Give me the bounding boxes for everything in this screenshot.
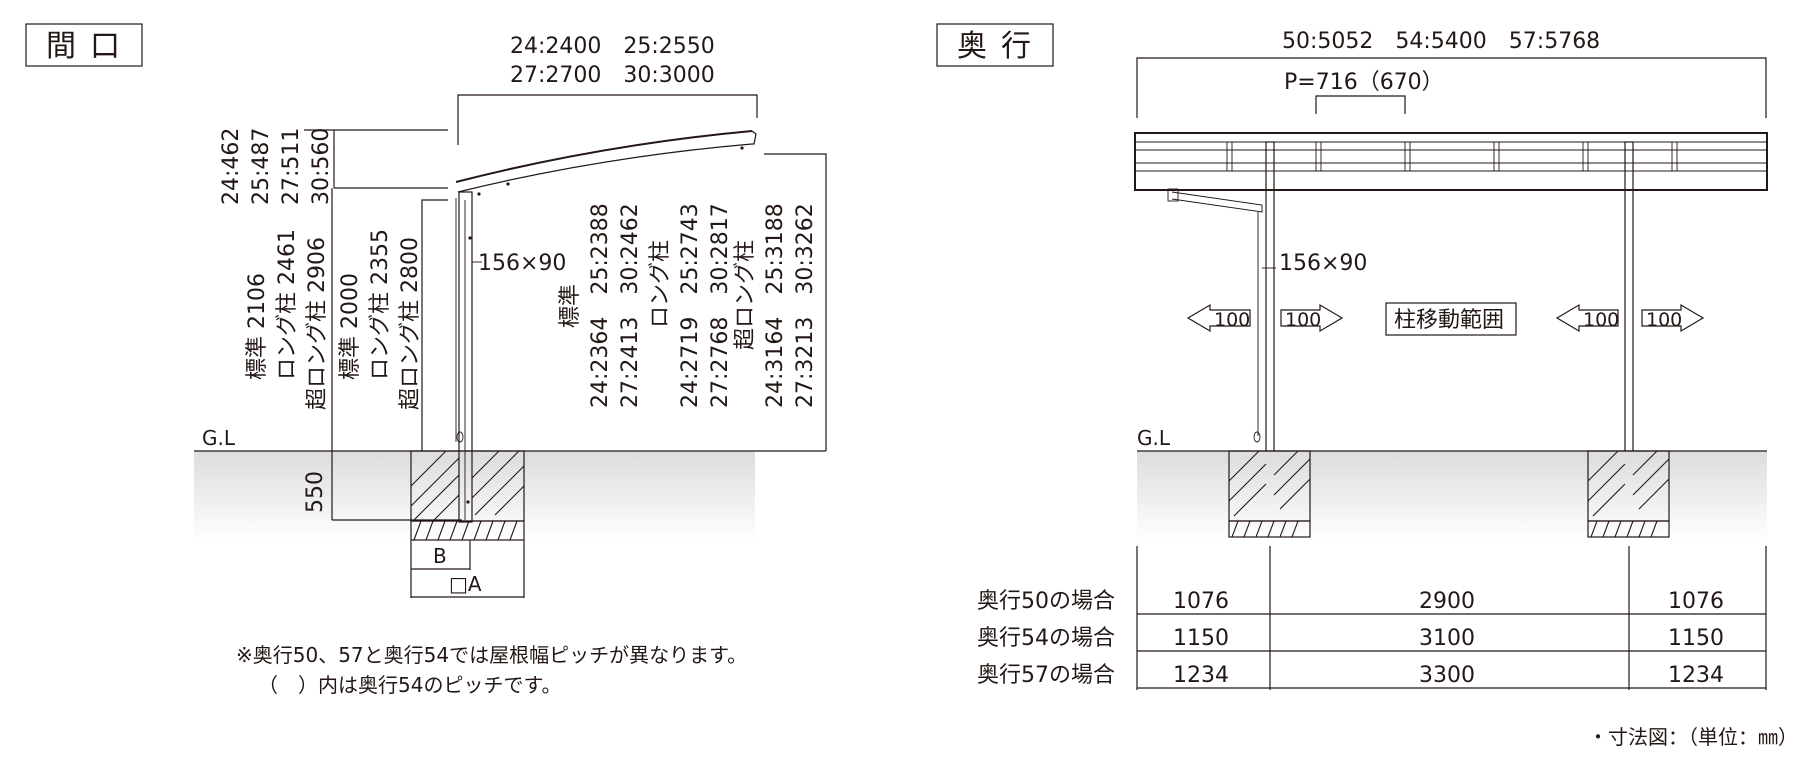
- arrow-left-1: [1186, 303, 1251, 333]
- depth-overall-line: [1136, 57, 1767, 118]
- frontage-gl-label: G.L: [202, 426, 236, 450]
- frontage-note-1: ※奥行50、57と奥行54では屋根幅ピッチが異なります。: [236, 643, 747, 667]
- roof-rise-30: 30:560: [309, 128, 334, 205]
- table-cell: 1076: [1668, 589, 1724, 614]
- foundation-b-label: B: [433, 544, 447, 568]
- roof-rivet: [740, 146, 744, 150]
- arrow-left-1-value: 100: [1214, 309, 1250, 331]
- roof-rise-dims: 24:462 25:487 27:511 30:560: [219, 128, 334, 205]
- overall-long-2: 27:2768 30:2817: [708, 203, 733, 408]
- post-bolt: [468, 236, 472, 240]
- overall-long-1: 24:2719 25:2743: [678, 203, 703, 408]
- frontage-roof-end: [751, 130, 757, 145]
- arrow-right-1: [1280, 303, 1344, 333]
- frontage-width-dim-1: 24:2400 25:2550: [510, 34, 715, 59]
- roof-rivet: [477, 192, 481, 196]
- frontage-title: 間口: [46, 29, 134, 64]
- downspout-end: [1253, 431, 1261, 443]
- table-cell: 1076: [1173, 589, 1229, 614]
- depth-title-box: [936, 23, 1054, 67]
- frontage-roof-bottom: [457, 143, 753, 193]
- height-a-standard: 標準 2106: [245, 273, 270, 380]
- gutter-arm: [1171, 191, 1263, 213]
- depth-foundation-right: [1587, 450, 1670, 538]
- move-range-label: 柱移動範囲: [1394, 308, 1504, 333]
- foundation-gravel: [410, 520, 525, 541]
- table-row-label: 奥行57の場合: [977, 663, 1115, 688]
- frontage-structure: 156×90: [455, 130, 757, 523]
- table-cell: 2900: [1419, 589, 1475, 614]
- frontage-foundation: B □A: [410, 450, 525, 598]
- post-move-arrows: 100 100 柱移動範囲 100 100: [1186, 302, 1705, 336]
- table-cell: 3100: [1419, 626, 1475, 651]
- table-cell: 1150: [1668, 626, 1724, 651]
- height-b-standard: 標準 2000: [338, 273, 363, 380]
- frontage-width-dim-line: [457, 94, 758, 145]
- arrow-left-2-value: 100: [1583, 309, 1619, 331]
- move-range-box: [1385, 302, 1517, 336]
- height-group-b: 標準 2000 ロング柱 2355 超ロング柱 2800: [338, 229, 423, 410]
- gutter-drain: [456, 431, 464, 443]
- roof-rise-24: 24:462: [219, 128, 244, 205]
- table-row-label: 奥行50の場合: [977, 589, 1115, 614]
- arrow-right-1-value: 100: [1285, 309, 1321, 331]
- frontage-roof-top: [455, 130, 753, 183]
- height-group-a: 標準 2106 ロング柱 2461 超ロング柱 2906: [245, 229, 330, 410]
- overall-standard: 標準: [558, 284, 583, 328]
- frontage-width-dim-2: 27:2700 30:3000: [510, 63, 715, 88]
- frontage-panel: 間口 G.L 24:2400 25:2550 27:2700 30:3000 2…: [25, 23, 827, 697]
- depth-panel: 奥行 50:5052 54:5400 57:5768 P=716（670）: [936, 23, 1768, 690]
- overall-standard-2: 27:2413 30:2462: [618, 203, 643, 408]
- table-row-label: 奥行54の場合: [977, 626, 1115, 651]
- overall-standard-1: 24:2364 25:2388: [588, 203, 613, 408]
- depth-foundation-left: [1228, 450, 1311, 538]
- foundation-depth: 550: [303, 471, 328, 513]
- depth-title: 奥行: [957, 29, 1045, 64]
- height-a-long: ロング柱 2461: [275, 229, 300, 380]
- roof-rise-25: 25:487: [249, 128, 274, 205]
- overall-super-long-2: 27:3213 30:3262: [793, 203, 818, 408]
- overall-height-dims: 標準 24:2364 25:2388 27:2413 30:2462 ロング柱 …: [558, 203, 818, 408]
- overall-long: ロング柱: [648, 240, 673, 328]
- frontage-title-box: [25, 23, 143, 67]
- depth-dimension-table: 奥行50の場合 1076 2900 1076 奥行54の場合 1150 3100…: [977, 546, 1767, 690]
- table-cell: 1234: [1668, 663, 1724, 688]
- roof-outline: [1134, 132, 1768, 191]
- height-a-super-long: 超ロング柱 2906: [305, 237, 330, 410]
- footer-unit-note: ・寸法図：（単位：㎜）: [1588, 725, 1798, 749]
- table-cell: 1150: [1173, 626, 1229, 651]
- roof-rise-27: 27:511: [279, 128, 304, 205]
- frontage-note-2: （ ）内は奥行54のピッチです。: [258, 673, 561, 697]
- overall-super-long-1: 24:3164 25:3188: [763, 203, 788, 408]
- roof-pitch: P=716（670）: [1284, 70, 1444, 95]
- height-b-long: ロング柱 2355: [368, 229, 393, 380]
- table-cell: 3300: [1419, 663, 1475, 688]
- frontage-post-size: 156×90: [478, 251, 566, 276]
- roof-pitch-line: [1315, 95, 1406, 114]
- overall-height-line: [764, 153, 827, 451]
- gutter-bracket: [1167, 188, 1179, 202]
- height-b-super-long: 超ロング柱 2800: [398, 237, 423, 410]
- depth-gl-label: G.L: [1137, 426, 1171, 450]
- frontage-post: [458, 191, 473, 523]
- post-bolt: [466, 500, 470, 504]
- roof-rivet: [506, 182, 510, 186]
- depth-roof: [1134, 132, 1768, 191]
- depth-overall-dim: 50:5052 54:5400 57:5768: [1282, 29, 1600, 54]
- depth-post-size: 156×90: [1279, 251, 1367, 276]
- table-cell: 1234: [1173, 663, 1229, 688]
- arrow-right-2-value: 100: [1646, 309, 1682, 331]
- depth-ground: [1137, 451, 1767, 541]
- overall-super-long: 超ロング柱: [733, 240, 758, 350]
- height-b-line: [421, 199, 448, 451]
- arrow-left-2: [1555, 303, 1619, 333]
- foundation-a-label: □A: [449, 572, 482, 596]
- arrow-right-2: [1641, 303, 1705, 333]
